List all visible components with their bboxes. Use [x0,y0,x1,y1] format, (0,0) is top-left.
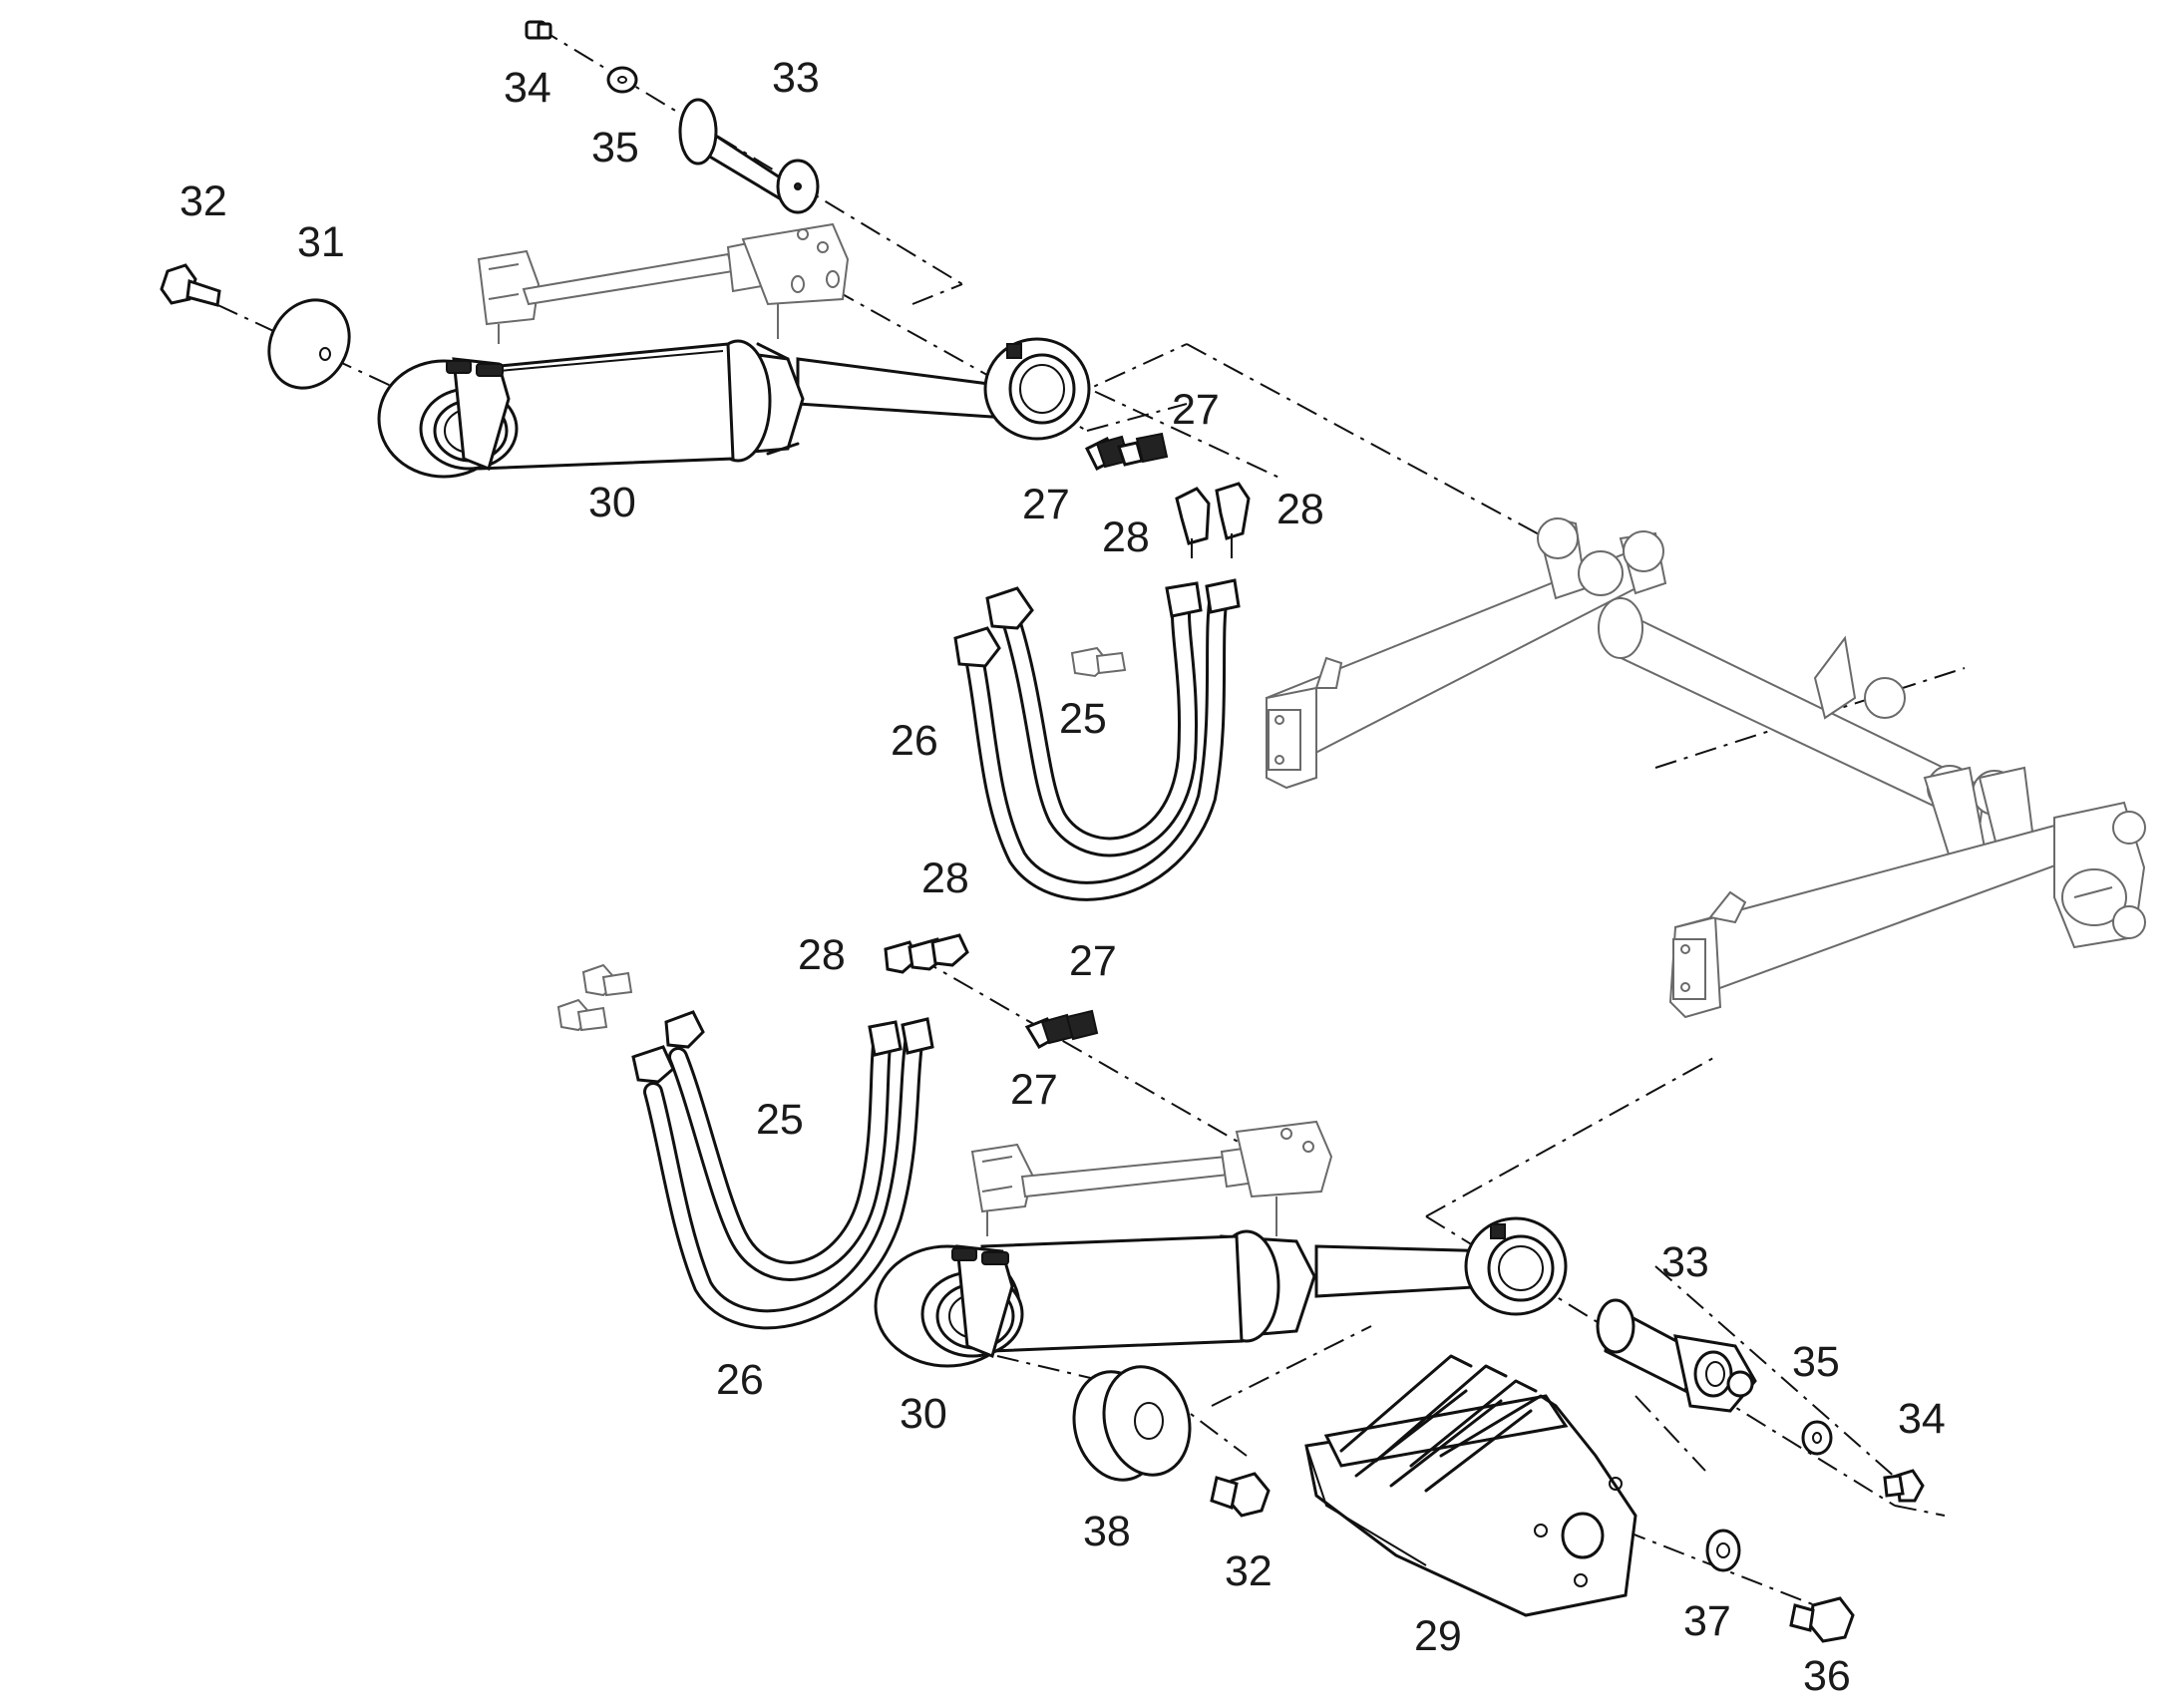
callout-32-lower: 32 [1225,1547,1272,1595]
callout-33-top: 33 [772,54,820,102]
bolt-34-lower [1883,1469,1925,1503]
bracket-29-fins [1339,1354,1558,1493]
fittings-27-lower [1024,1009,1099,1050]
washer-38 [1072,1365,1192,1482]
callout-28-upper-left: 28 [1102,513,1150,561]
callout-29: 29 [1414,1612,1462,1660]
bolt-34-top [525,20,552,40]
callout-labels: 34 33 35 32 31 27 30 27 28 28 26 25 28 2… [180,54,1946,1700]
callout-28-lower: 28 [798,931,846,979]
bolt-36 [1789,1596,1855,1643]
callout-27-upper-left: 27 [1022,481,1070,528]
loader-frame [1265,516,2146,1019]
bolt-32-top [160,263,221,307]
washer-37 [1705,1529,1741,1572]
callout-31: 31 [297,218,345,266]
valve-block-top [477,222,850,344]
pin-33-top [678,98,820,214]
callout-26-lower: 26 [716,1356,764,1404]
fittings-27-upper [1084,432,1169,472]
callout-26-upper: 26 [891,717,938,765]
callout-37: 37 [1683,1597,1731,1645]
bracket-29 [1304,1354,1637,1617]
hoses-lower [556,963,934,1330]
valve-block-lower [970,1120,1333,1236]
hydraulic-cylinder-30-lower [874,1216,1568,1368]
callout-28-upper-bottom: 28 [921,854,969,902]
fittings-28-upper [1175,482,1251,558]
hoses-upper [953,578,1241,901]
pin-33-lower [1596,1298,1757,1413]
callout-27-upper-right: 27 [1172,386,1220,434]
callout-36: 36 [1803,1652,1851,1700]
callout-25-upper: 25 [1059,695,1107,743]
callout-33-lower: 33 [1661,1238,1709,1286]
washer-31 [267,298,351,390]
bolt-32-lower [1210,1472,1271,1518]
hydraulic-cylinder-30-top [377,337,1091,479]
callout-30-lower: 30 [900,1390,947,1438]
callout-30-top: 30 [588,479,636,526]
callout-38: 38 [1083,1508,1131,1555]
callout-34-top: 34 [504,64,551,112]
callout-35-top: 35 [591,124,639,171]
callout-25-lower: 25 [756,1096,804,1144]
callout-34-lower: 34 [1898,1395,1946,1443]
callout-27-lower-left: 27 [1010,1066,1058,1114]
callout-32-top: 32 [180,177,227,225]
washer-35-top [606,66,638,94]
callout-35-lower: 35 [1792,1338,1840,1386]
callout-28-upper-right: 28 [1276,486,1324,533]
fittings-28-lower [884,933,969,974]
washer-35-lower [1801,1420,1833,1456]
callout-27-lower-right: 27 [1069,937,1117,985]
